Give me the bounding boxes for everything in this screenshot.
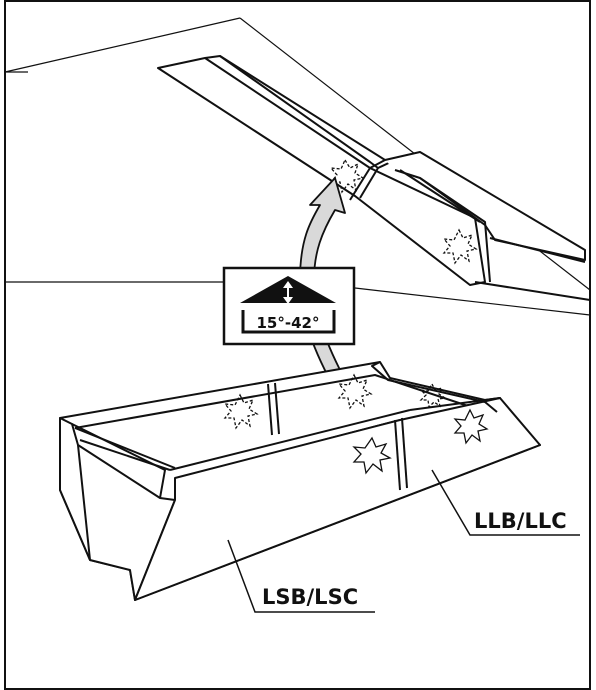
clip-markers-upper [329, 158, 478, 265]
label-llb-llc: LLB/LLC [474, 509, 567, 533]
clip-marker-icon [337, 373, 373, 410]
roof-pitch-icon [240, 276, 336, 334]
clip-marker-icon [329, 158, 365, 194]
clip-marker-icon [453, 408, 489, 445]
callout-leaders [227, 469, 580, 613]
clip-marker-icon [223, 393, 259, 430]
clip-marker-icon [419, 382, 447, 409]
pitch-badge: 15°-42° [222, 266, 356, 346]
pitch-range-text: 15°-42° [257, 314, 320, 332]
clip-markers-lower [223, 373, 489, 475]
diagram-border [4, 0, 591, 690]
clip-marker-icon [352, 436, 392, 475]
label-lsb-lsc: LSB/LSC [262, 585, 358, 609]
installed-window-flashing [157, 55, 591, 301]
clip-marker-icon [442, 228, 478, 265]
flashing-kit [59, 361, 541, 601]
